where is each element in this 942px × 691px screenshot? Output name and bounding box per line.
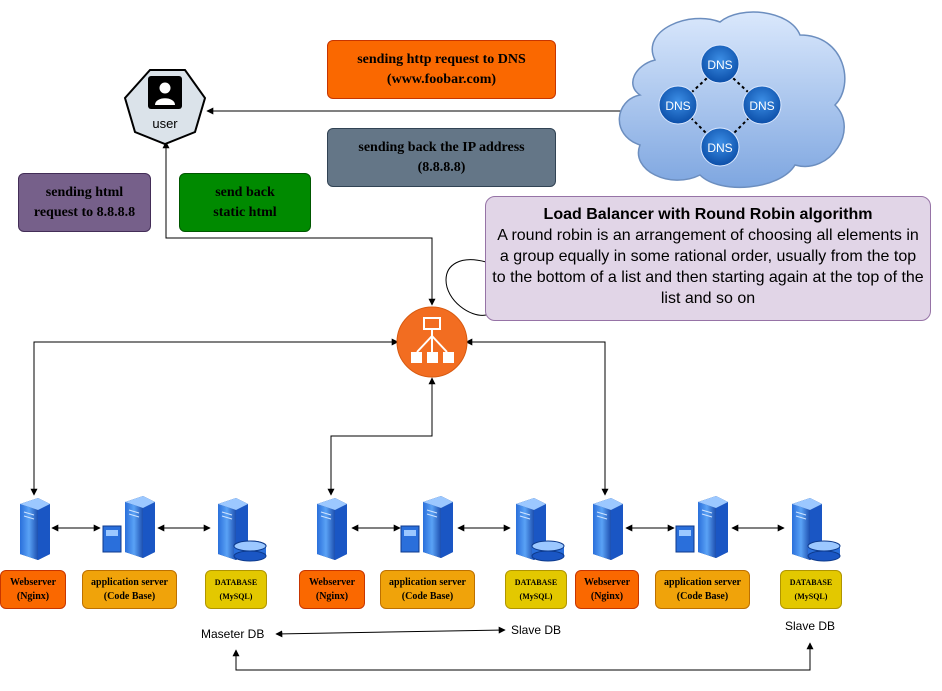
webserver-1-icon (19, 497, 51, 561)
static-html-line1: send back (215, 184, 275, 200)
app-server-3-icon (675, 495, 729, 559)
user-node[interactable]: user (123, 69, 207, 146)
html-request-message: sending html request to 8.8.8.8 (18, 173, 151, 232)
dns-node-left: DNS (658, 85, 698, 125)
static-html-line2: static html (213, 204, 277, 220)
dns-label: DNS (665, 99, 690, 113)
app-server-1-detail: (Code Base) (103, 590, 156, 602)
webserver-1-box: Webserver (Nginx) (0, 570, 66, 609)
round-robin-note: Load Balancer with Round Robin algorithm… (485, 196, 931, 321)
balancer-webserver2-connector (327, 377, 436, 496)
balancer-webserver3-connector (465, 338, 609, 496)
ip-response-message: sending back the IP address (8.8.8.8) (327, 128, 556, 187)
user-balancer-connector (162, 141, 436, 306)
app-server-3-detail: (Code Base) (676, 590, 729, 602)
slave-db-1-label: Slave DB (511, 623, 562, 637)
app-server-2-name: application server (389, 576, 466, 588)
database-3-name: DATABASE (789, 577, 833, 587)
database-2-name: DATABASE (514, 577, 558, 587)
ip-response-line2: (8.8.8.8) (417, 159, 466, 175)
http-request-line2: (www.foobar.com) (386, 71, 497, 87)
dns-label: DNS (707, 58, 732, 72)
webserver-3-name: Webserver (583, 576, 631, 588)
webserver-1-detail: (Nginx) (16, 590, 50, 602)
webserver-2-box: Webserver (Nginx) (299, 570, 365, 609)
load-balancer-icon (411, 317, 454, 363)
database-1-icon (217, 497, 267, 562)
dns-cloud: DNS DNS DNS DNS (618, 11, 846, 188)
database-2-box: DATABASE (MySQL) (505, 570, 567, 609)
http-request-line1: sending http request to DNS (357, 51, 526, 67)
note-title: Load Balancer with Round Robin algorithm (543, 206, 873, 223)
database-1-detail: (MySQL) (219, 591, 253, 601)
webserver-3-box: Webserver (Nginx) (575, 570, 639, 609)
load-balancer[interactable] (396, 306, 468, 378)
note-body: A round robin is an arrangement of choos… (492, 227, 924, 307)
database-1-name: DATABASE (214, 577, 258, 587)
note-connector (445, 259, 487, 316)
app-server-2-detail: (Code Base) (401, 590, 454, 602)
app-server-1-icon (102, 495, 156, 559)
database-3-detail: (MySQL) (794, 591, 828, 601)
database-3-box: DATABASE (MySQL) (780, 570, 842, 609)
master-slave1-connector (275, 626, 506, 638)
connectors (30, 107, 814, 671)
app-server-1-name: application server (91, 576, 168, 588)
dns-node-top: DNS (700, 44, 740, 84)
ip-response-line1: sending back the IP address (358, 139, 525, 155)
user-icon (148, 76, 182, 109)
webserver-2-icon (316, 497, 348, 561)
balancer-webserver1-connector (30, 338, 399, 496)
dns-node-bottom: DNS (700, 127, 740, 167)
master-db-label: Maseter DB (201, 627, 265, 641)
http-request-message: sending http request to DNS (www.foobar.… (327, 40, 556, 99)
dns-node-right: DNS (742, 85, 782, 125)
static-html-message: send back static html (179, 173, 311, 232)
html-request-line2: request to 8.8.8.8 (33, 204, 136, 220)
database-2-icon (515, 497, 565, 562)
dns-label: DNS (749, 99, 774, 113)
app-server-2-box: application server (Code Base) (380, 570, 475, 609)
webserver-1-name: Webserver (9, 576, 57, 588)
html-request-line1: sending html (45, 184, 124, 200)
app-server-3-box: application server (Code Base) (655, 570, 750, 609)
webserver-2-name: Webserver (308, 576, 356, 588)
app-server-2-icon (400, 495, 454, 559)
dns-label: DNS (707, 141, 732, 155)
webserver-3-detail: (Nginx) (590, 590, 624, 602)
app-server-1-box: application server (Code Base) (82, 570, 177, 609)
slave-db-2-label: Slave DB (785, 619, 836, 633)
webserver-2-detail: (Nginx) (315, 590, 349, 602)
database-3-icon (791, 497, 841, 562)
user-label: user (152, 116, 178, 131)
app-server-3-name: application server (664, 576, 741, 588)
webserver-3-icon (592, 497, 624, 561)
database-2-detail: (MySQL) (519, 591, 553, 601)
database-1-box: DATABASE (MySQL) (205, 570, 267, 609)
master-slave2-connector (232, 642, 814, 671)
